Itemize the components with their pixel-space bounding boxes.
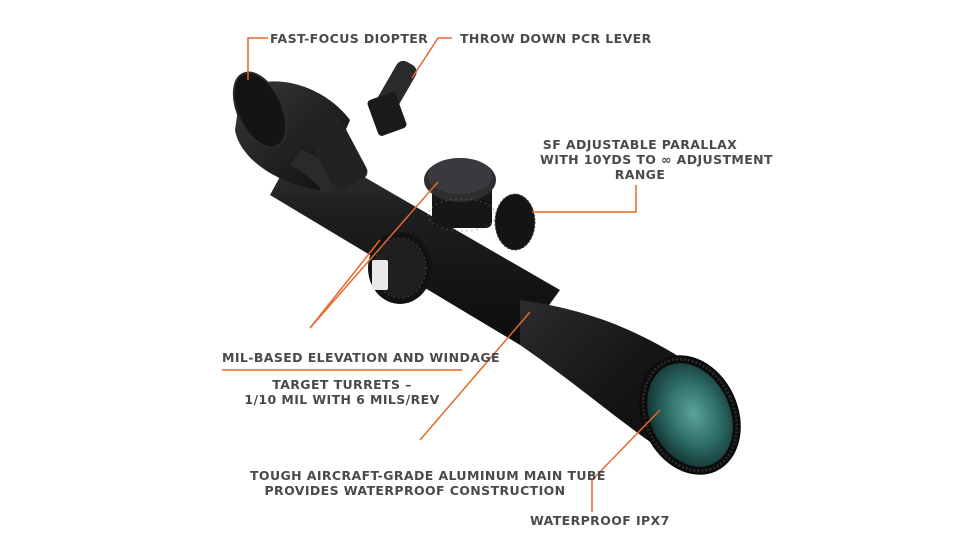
leader-line-parallax [532,185,637,213]
throw-lever [367,60,417,136]
callout-parallax-line-2: WITH 10YDS TO ∞ ADJUSTMENT [540,152,773,167]
callout-main-tube-line-2: PROVIDES WATERPROOF CONSTRUCTION [264,483,566,498]
elevation-turret [424,158,497,232]
callout-pcr-lever: THROW DOWN PCR LEVER [460,31,652,46]
leader-line-windage [309,239,381,329]
callout-turrets-line-2: 1/10 MIL WITH 6 MILS/REV [244,392,440,407]
callout-parallax-line-1: SF ADJUSTABLE PARALLAX [542,137,738,152]
windage-turret [368,232,432,304]
callout-elevation-title: MIL-BASED ELEVATION AND WINDAGE [222,350,500,365]
callout-turrets-line-1: TARGET TURRETS – [272,377,412,392]
leader-line-pcr-lever [411,37,452,79]
leader-lines [222,37,661,512]
leader-line-elevation [309,181,439,329]
eyepiece [232,71,368,195]
leader-line-main-tube [419,311,531,441]
leader-line-waterproof [591,409,661,512]
callout-main-tube-line-1: TOUGH AIRCRAFT-GRADE ALUMINUM MAIN TUBE [250,468,606,483]
objective-bell [520,300,741,475]
callout-parallax: SF ADJUSTABLE PARALLAX WITH 10YDS TO ∞ A… [540,137,773,182]
callout-turrets: TARGET TURRETS – 1/10 MIL WITH 6 MILS/RE… [222,377,462,407]
objective-lens [647,363,733,467]
callout-waterproof: WATERPROOF IPX7 [530,513,670,528]
callout-main-tube: TOUGH AIRCRAFT-GRADE ALUMINUM MAIN TUBE … [250,468,606,498]
callout-diopter: FAST-FOCUS DIOPTER [270,31,429,46]
callout-parallax-line-3: RANGE [614,167,666,182]
leader-line-diopter [247,37,268,80]
parallax-knob [494,193,536,251]
